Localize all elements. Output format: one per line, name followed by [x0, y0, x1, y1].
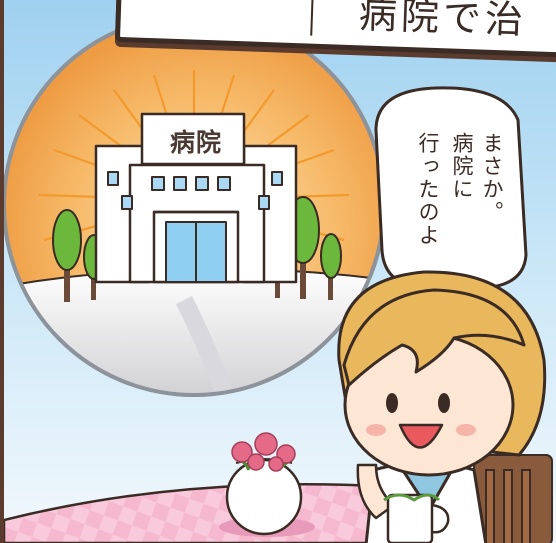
- tree-icon: [52, 209, 82, 302]
- speech-line-2: 病院に: [450, 132, 474, 201]
- girl-character: [337, 270, 547, 543]
- speech-line-3: 行ったのよ: [416, 132, 440, 247]
- caption-divider: [310, 0, 314, 36]
- scene-illustration: [4, 13, 553, 543]
- hospital-sign-label: 病院: [169, 128, 222, 157]
- flower-vase: [219, 432, 315, 537]
- speech-line-1: まさか。: [480, 132, 504, 224]
- hospital-building: [94, 112, 298, 284]
- tree-icon: [320, 233, 342, 300]
- chair: [473, 454, 553, 543]
- caption-text: 病院で治: [358, 0, 528, 43]
- flower-icon: [231, 432, 296, 472]
